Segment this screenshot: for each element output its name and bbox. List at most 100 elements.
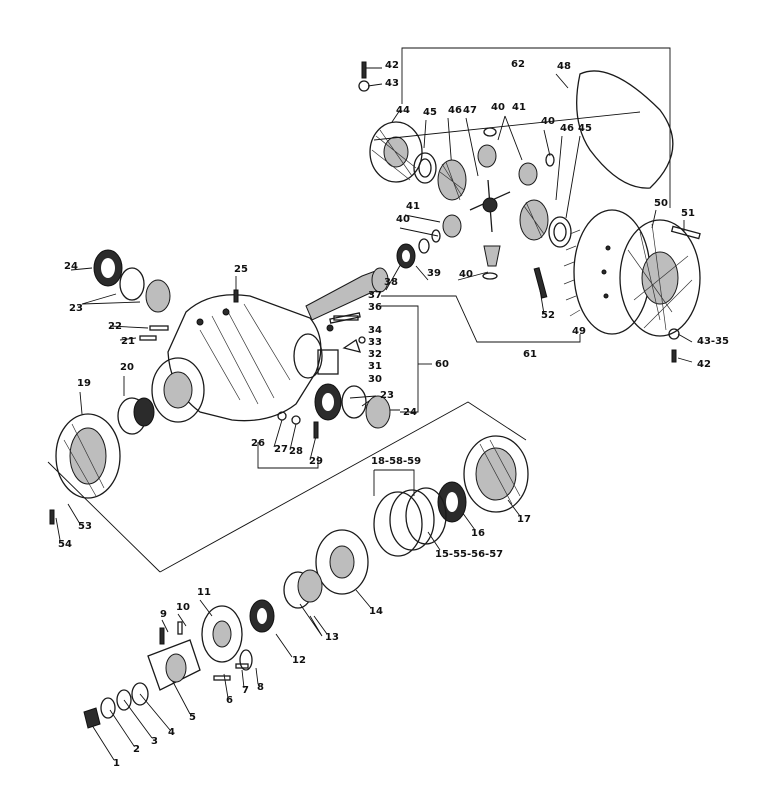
bolt-51 (670, 225, 701, 240)
callout-c41b: 41 (406, 201, 420, 212)
bracket-60 (381, 305, 419, 413)
callout-c30: 30 (368, 374, 382, 385)
callout-c42a: 42 (385, 60, 399, 71)
callout-c62: 62 (511, 59, 525, 70)
callout-c34: 34 (368, 325, 382, 336)
left-side-bearings (93, 249, 171, 313)
callout-c54: 54 (58, 539, 72, 550)
shim-39 (418, 238, 430, 254)
callout-c40a: 40 (491, 102, 505, 113)
callout-c40b: 40 (541, 116, 555, 127)
flange-14 (315, 529, 369, 595)
callout-c61: 61 (523, 349, 537, 360)
bolt-52 (533, 267, 548, 299)
callout-c45a: 45 (423, 107, 437, 118)
callout-c12: 12 (292, 655, 306, 666)
callout-c15: 15-55-56-57 (435, 549, 503, 560)
callout-c43: 43 (385, 78, 399, 89)
callout-c5: 5 (189, 712, 196, 723)
diff-case-half-44 (369, 121, 423, 183)
nut-1 (83, 707, 101, 729)
hub-parts-group (249, 435, 529, 633)
shim-18a (373, 491, 423, 557)
bracket-18 (373, 469, 415, 496)
callout-c20: 20 (120, 362, 134, 373)
callout-c29: 29 (309, 456, 323, 467)
callout-c33: 33 (368, 337, 382, 348)
callout-c22: 22 (108, 321, 122, 332)
callout-c10: 10 (176, 602, 190, 613)
callout-c3: 3 (151, 736, 158, 747)
callout-c6: 6 (226, 695, 233, 706)
callout-c9: 9 (160, 609, 167, 620)
bracket-61 (381, 295, 581, 343)
callout-c45b: 45 (578, 123, 592, 134)
callout-c32: 32 (368, 349, 382, 360)
diff-case-50 (619, 219, 701, 337)
retainer-11 (201, 605, 243, 663)
callout-c18: 18-58-59 (371, 456, 421, 467)
brake-drum-19 (55, 413, 121, 499)
callout-c24b: 24 (403, 407, 417, 418)
callout-c4: 4 (168, 727, 175, 738)
axle-housing-group (139, 289, 323, 439)
gasket-48 (576, 70, 674, 189)
companion-flange-5 (147, 639, 201, 691)
callout-c8: 8 (257, 682, 264, 693)
callout-c11: 11 (197, 587, 211, 598)
breather-25 (233, 289, 239, 303)
callout-c53: 53 (78, 521, 92, 532)
bolt-42 (361, 61, 367, 79)
callout-c40d: 40 (459, 269, 473, 280)
bearing-cap-31 (317, 349, 339, 375)
bracket-26 (257, 442, 319, 469)
callout-c14: 14 (369, 606, 383, 617)
callout-c41a: 41 (512, 102, 526, 113)
callout-c7: 7 (242, 685, 249, 696)
callout-c49: 49 (572, 326, 586, 337)
callout-c25: 25 (234, 264, 248, 275)
callout-c23b: 23 (380, 390, 394, 401)
callout-c21: 21 (121, 336, 135, 347)
callout-c35: 43-35 (697, 336, 729, 347)
callout-c26: 26 (251, 438, 265, 449)
callout-c60: 60 (435, 359, 449, 370)
callout-c17: 17 (517, 514, 531, 525)
right-side-bearings (314, 315, 391, 429)
spider-47 (482, 197, 498, 213)
nut-43 (358, 80, 370, 92)
callout-c50: 50 (654, 198, 668, 209)
differential-carrier-group (358, 61, 674, 280)
callout-c44: 44 (396, 105, 410, 116)
callout-c19: 19 (77, 378, 91, 389)
callout-c39: 39 (427, 268, 441, 279)
callout-c24a: 24 (64, 261, 78, 272)
callout-c37: 37 (368, 290, 382, 301)
outer-race-17 (463, 435, 529, 513)
callout-c31: 31 (368, 361, 382, 372)
callout-c2: 2 (133, 744, 140, 755)
callout-c42b: 42 (697, 359, 711, 370)
callout-c36: 36 (368, 302, 382, 313)
housing-bore-left (151, 357, 205, 423)
callout-c46a: 46 (448, 105, 462, 116)
callout-c48: 48 (557, 61, 571, 72)
ring-gear-group (533, 209, 701, 363)
callout-c27: 27 (274, 444, 288, 455)
drive-pinion-group (305, 238, 430, 324)
callout-c51: 51 (681, 208, 695, 219)
yoke-parts-group (83, 605, 253, 729)
axle-housing (167, 294, 322, 422)
callout-c40c: 40 (396, 214, 410, 225)
brake-drum-group (49, 397, 155, 525)
callout-c28: 28 (289, 446, 303, 457)
callout-c47: 47 (463, 105, 477, 116)
callout-c13: 13 (325, 632, 339, 643)
callout-c46b: 46 (560, 123, 574, 134)
bracket-17 (159, 401, 527, 573)
callout-c1: 1 (113, 758, 120, 769)
callout-c38: 38 (384, 277, 398, 288)
